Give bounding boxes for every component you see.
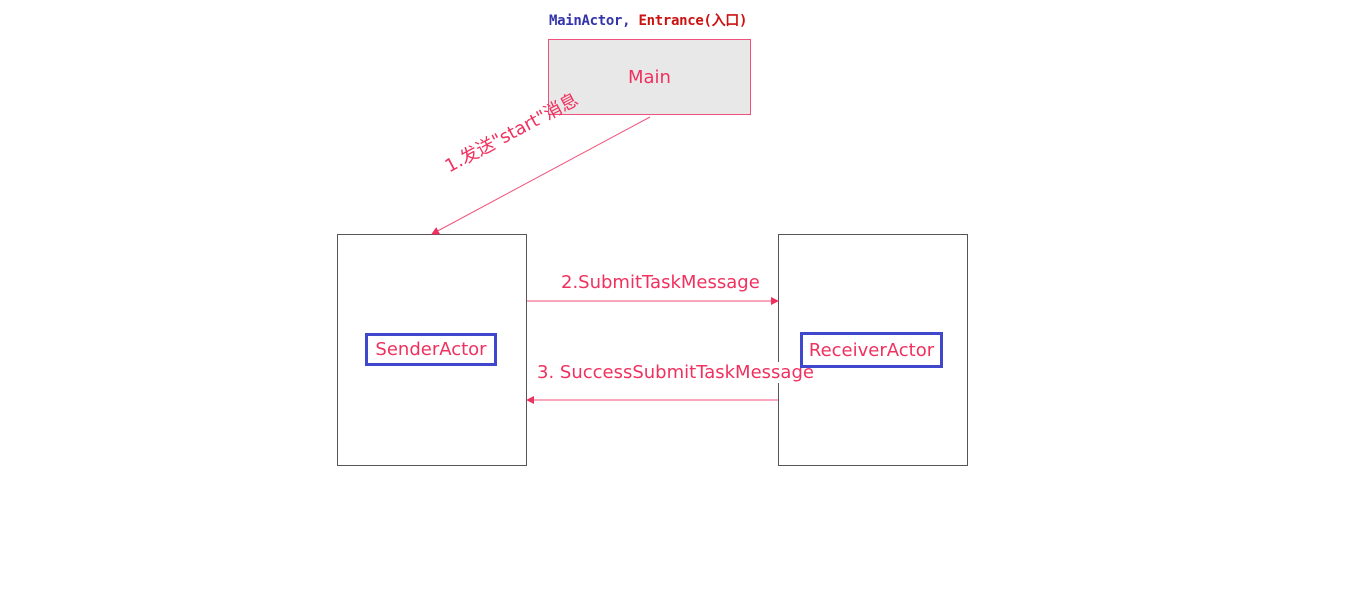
main-node-label: Main [628,66,671,88]
receiver-actor-label: ReceiverActor [800,332,943,368]
arrow-main-to-sender [431,116,651,235]
header-class-name: MainActor [549,13,623,29]
message-2-label: 2.SubmitTaskMessage [561,272,760,293]
main-node: Main [548,39,751,115]
sender-actor-label: SenderActor [365,333,497,366]
header-separator: , [622,13,639,29]
header-note: MainActor, Entrance(入口) [549,10,747,30]
header-entrance: Entrance(入口) [638,13,748,29]
message-3-label: 3. SuccessSubmitTaskMessage [535,362,816,383]
